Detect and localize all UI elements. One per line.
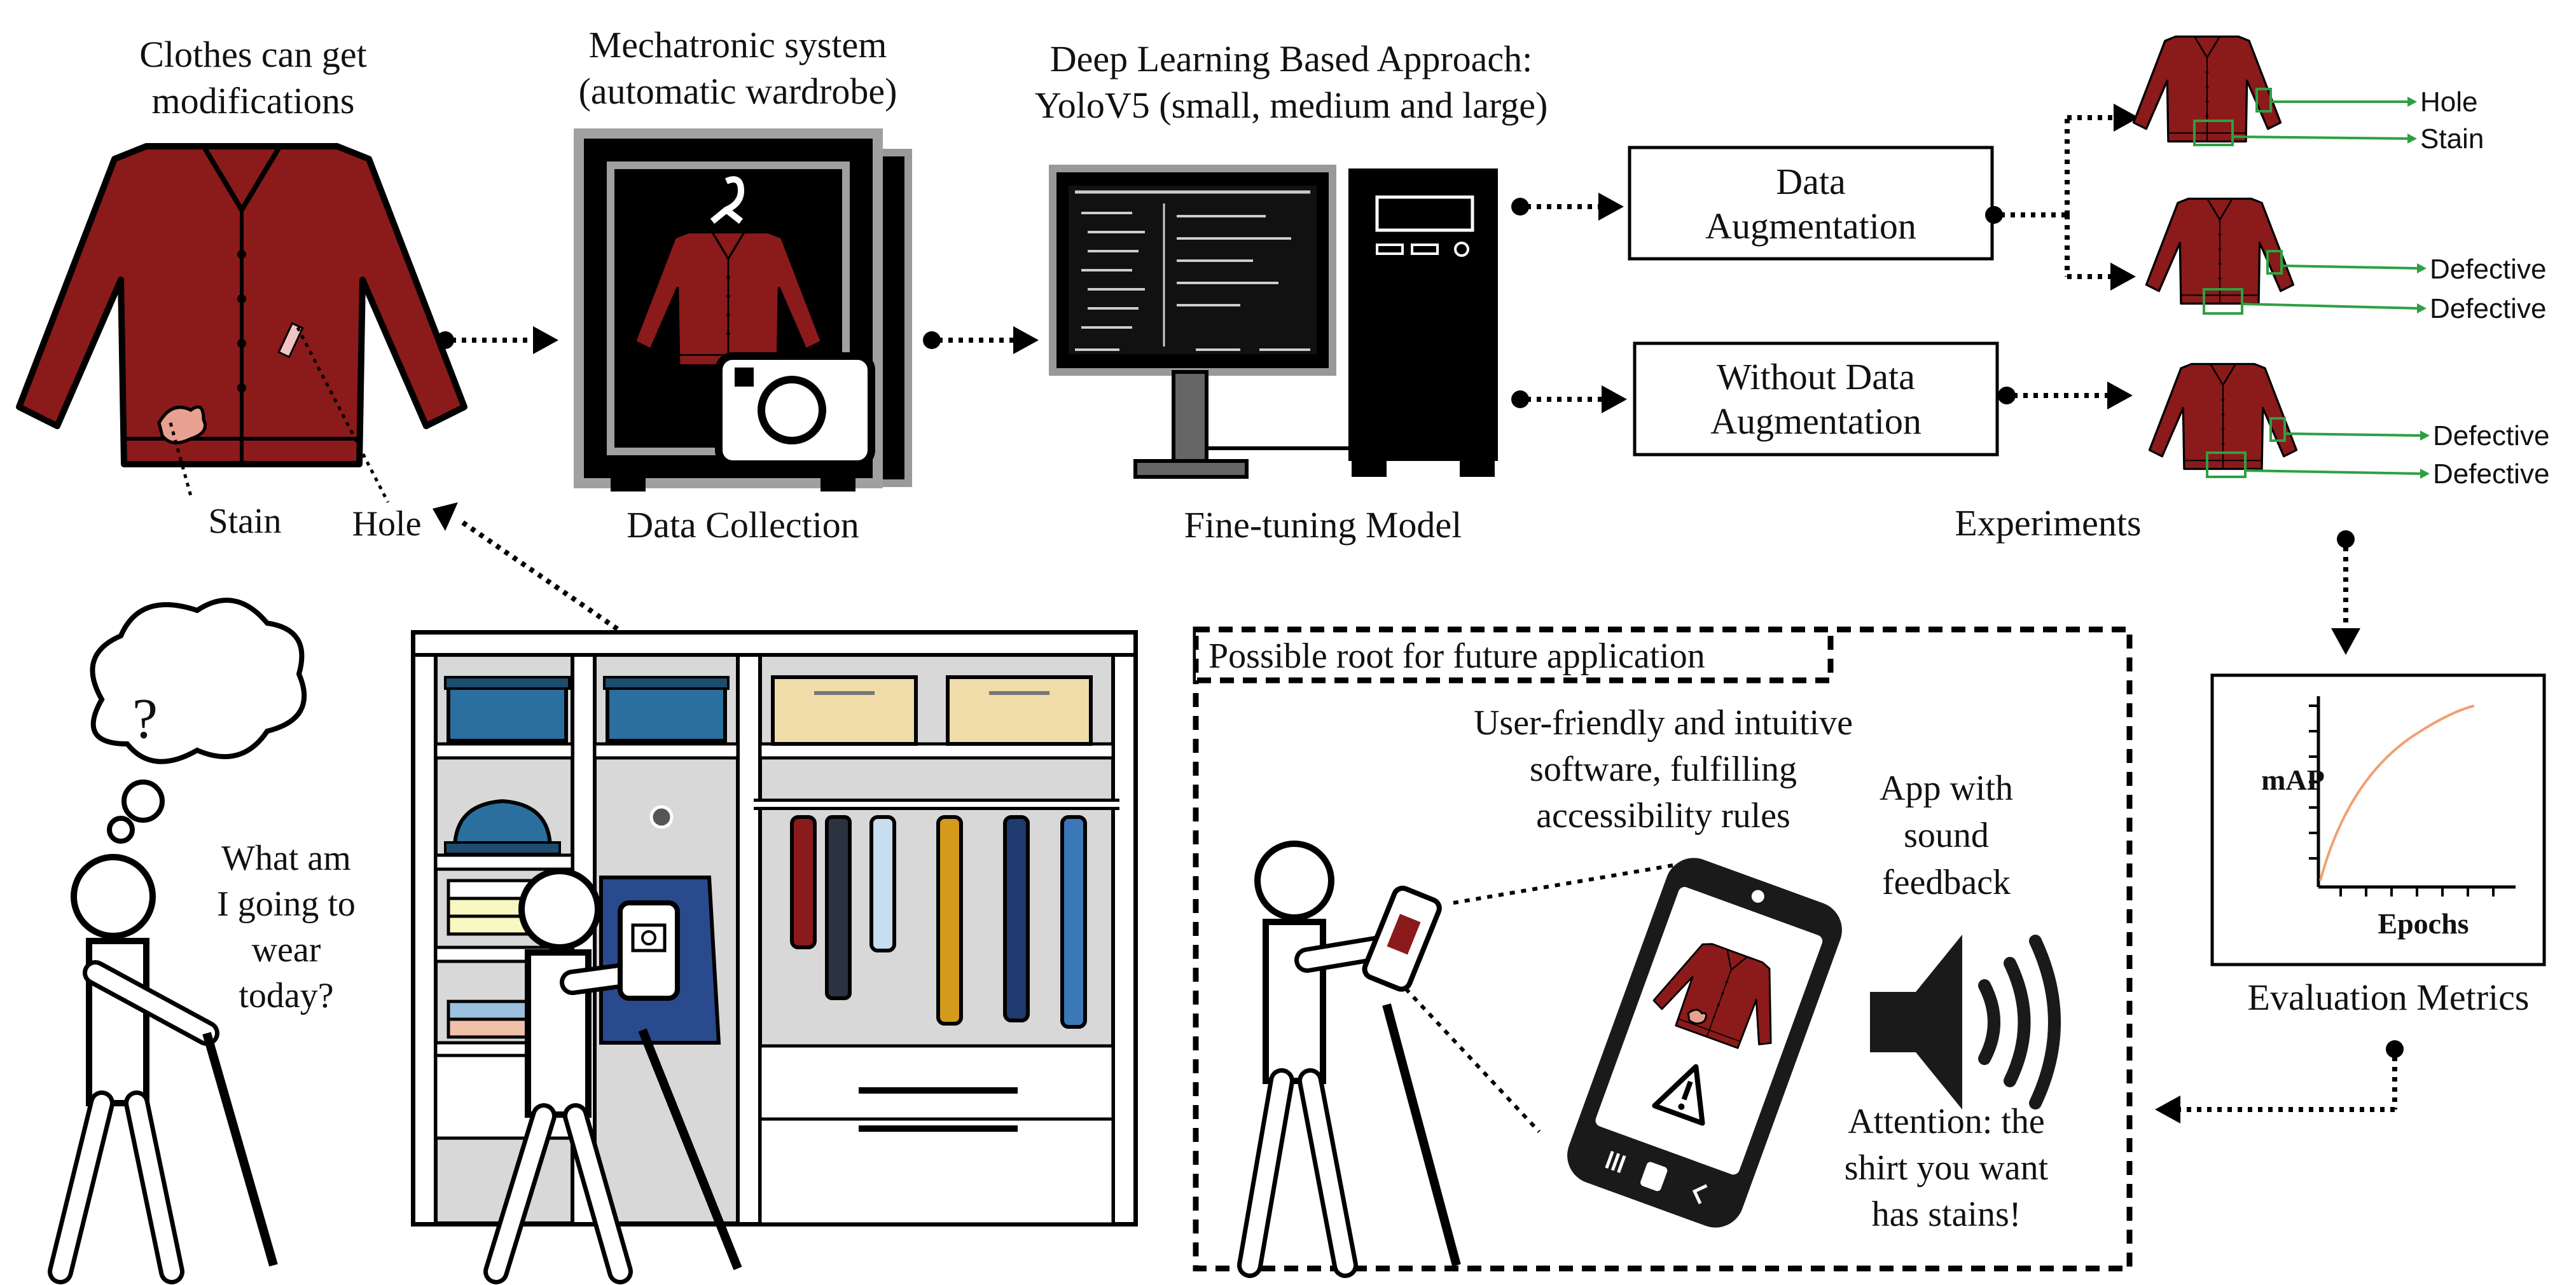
without-augmentation-box: Without Data Augmentation [1633,341,1999,457]
arrow-clothes-to-wardrobe [436,326,558,354]
noaug-line2: Augmentation [1710,401,1922,442]
hole-pointer [296,326,390,504]
arrow-wardrobe-to-model [923,326,1039,354]
arrow-evaluation-to-future [2155,1040,2404,1124]
exp1-stain-label: Stain [2420,123,2484,155]
damaged-jacket [19,146,464,464]
aug-line2: Augmentation [1705,205,1916,247]
thought-question-mark: ? [132,687,158,750]
exp3-defective-1: Defective [2433,420,2549,451]
arrow-experiments-to-evaluation [2331,530,2360,655]
computer-tower [1348,168,1498,477]
clothes-section: Clothes can get modifications Stain Hole [19,34,464,544]
wardrobe-device [574,128,912,491]
data-augmentation-box: Data Augmentation [1628,146,1994,261]
arrow-model-to-no-augmentation [1511,385,1627,413]
attention-line3: has stains! [1872,1195,2021,1234]
attention-line1: Attention: the [1848,1102,2045,1141]
fine-tuning-label: Fine-tuning Model [1184,504,1462,546]
thought-cloud [90,598,307,764]
thought-line1: What am [221,839,351,878]
future-application-box: Possible root for future application Use… [1193,626,2133,1278]
dl-title-line1: Deep Learning Based Approach: [1050,38,1533,79]
evaluation-metrics-section: mAP Epochs Evaluation Metrics [2210,673,2546,1018]
exp2-defective-2: Defective [2430,293,2546,324]
thinking-person: ? What am I going to wear today? [48,598,356,1284]
attention-line2: shirt you want [1845,1148,2049,1188]
experiments-section: Hole Stain Defective Defective Defective… [1955,35,2549,544]
user-friendly-line2: software, fulfilling [1530,750,1797,789]
future-box-title: Possible root for future application [1208,636,1705,676]
exp3-defective-2: Defective [2433,458,2549,490]
stain-label: Stain [208,502,281,541]
computer-monitor [1049,165,1348,479]
user-friendly-line3: accessibility rules [1536,796,1790,835]
stain-mark [157,405,207,444]
app-line1: App with [1880,769,2013,808]
arrow-augmentation-to-experiments [1985,104,2139,291]
wardrobe-closet [411,630,1138,1227]
dl-title-line2: YoloV5 (small, medium and large) [1035,85,1548,126]
hole-label: Hole [352,504,422,544]
smartphone-app [1567,858,1842,1228]
exp2-defective-1: Defective [2430,254,2546,285]
map-curve [2319,704,2475,881]
deep-learning-section: Deep Learning Based Approach: YoloV5 (sm… [1035,38,1548,546]
epochs-axis-label: Epochs [2378,907,2469,940]
person-at-closet [483,868,742,1284]
thought-line3: wear [252,930,321,970]
map-axis-label: mAP [2261,764,2325,796]
aug-line1: Data [1776,161,1846,202]
hole-mark [277,322,304,359]
exp1-hole-label: Hole [2420,86,2478,118]
user-friendly-line1: User-friendly and intuitive [1474,703,1853,743]
experiments-label: Experiments [1955,502,2141,544]
app-line3: feedback [1882,863,2011,902]
thought-line4: today? [239,976,333,1015]
speaker-icon [1870,935,2061,1110]
mech-title-line2: (automatic wardrobe) [579,71,897,112]
data-collection-label: Data Collection [627,504,859,546]
mech-title-line1: Mechatronic system [589,24,887,65]
clothes-title-line1: Clothes can get [139,34,367,75]
arrow-no-augmentation-to-experiments [1998,381,2133,409]
evaluation-metrics-label: Evaluation Metrics [2248,977,2530,1018]
mechatronic-section: Mechatronic system (automatic wardrobe) … [574,24,912,546]
thought-line2: I going to [217,884,356,924]
arrow-model-to-augmentation [1511,193,1624,221]
stain-pointer [169,422,193,497]
app-line2: sound [1904,816,1989,855]
noaug-line1: Without Data [1717,356,1915,397]
camera-icon [715,352,875,468]
clothes-title-line2: modifications [152,80,355,121]
